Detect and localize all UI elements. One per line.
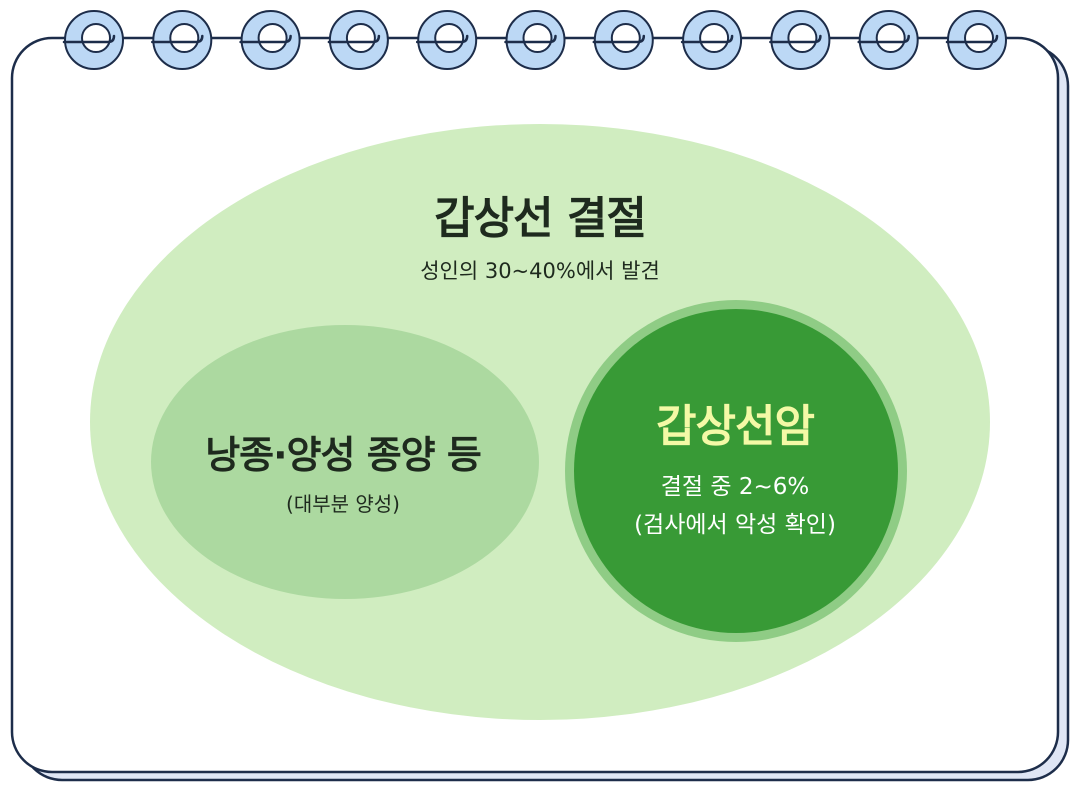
spiral-binding-ring-icon [327,10,389,70]
spiral-binding-ring-icon [945,10,1007,70]
cancer-subtitle-line2: (검사에서 악성 확인) [634,512,836,538]
cancer-title: 갑상선암 [656,401,815,452]
outer-subtitle: 성인의 30~40%에서 발견 [420,259,660,283]
benign-title: 낭종·양성 종양 등 [205,433,482,477]
spiral-binding-ring-icon [857,10,919,70]
spiral-binding-ring-icon [680,10,743,70]
spiral-binding-ring-icon [504,10,566,70]
outer-title: 갑상선 결절 [434,193,647,244]
benign-ellipse [151,325,539,599]
cancer-subtitle: 결절 중 2~6% (검사에서 악성 확인) [634,468,836,544]
spiral-binding-ring-icon [415,10,478,70]
spiral-binding-ring-icon [62,10,124,70]
spiral-binding-ring-icon [239,10,301,70]
cancer-circle [574,309,898,633]
benign-subtitle: (대부분 양성) [286,492,400,516]
spiral-binding-ring-icon [592,10,654,70]
spiral-binding-ring-icon [151,10,213,70]
spiral-binding-ring-icon [769,10,831,70]
cancer-subtitle-line1: 결절 중 2~6% [660,474,810,500]
spiral-binding [62,10,1007,70]
